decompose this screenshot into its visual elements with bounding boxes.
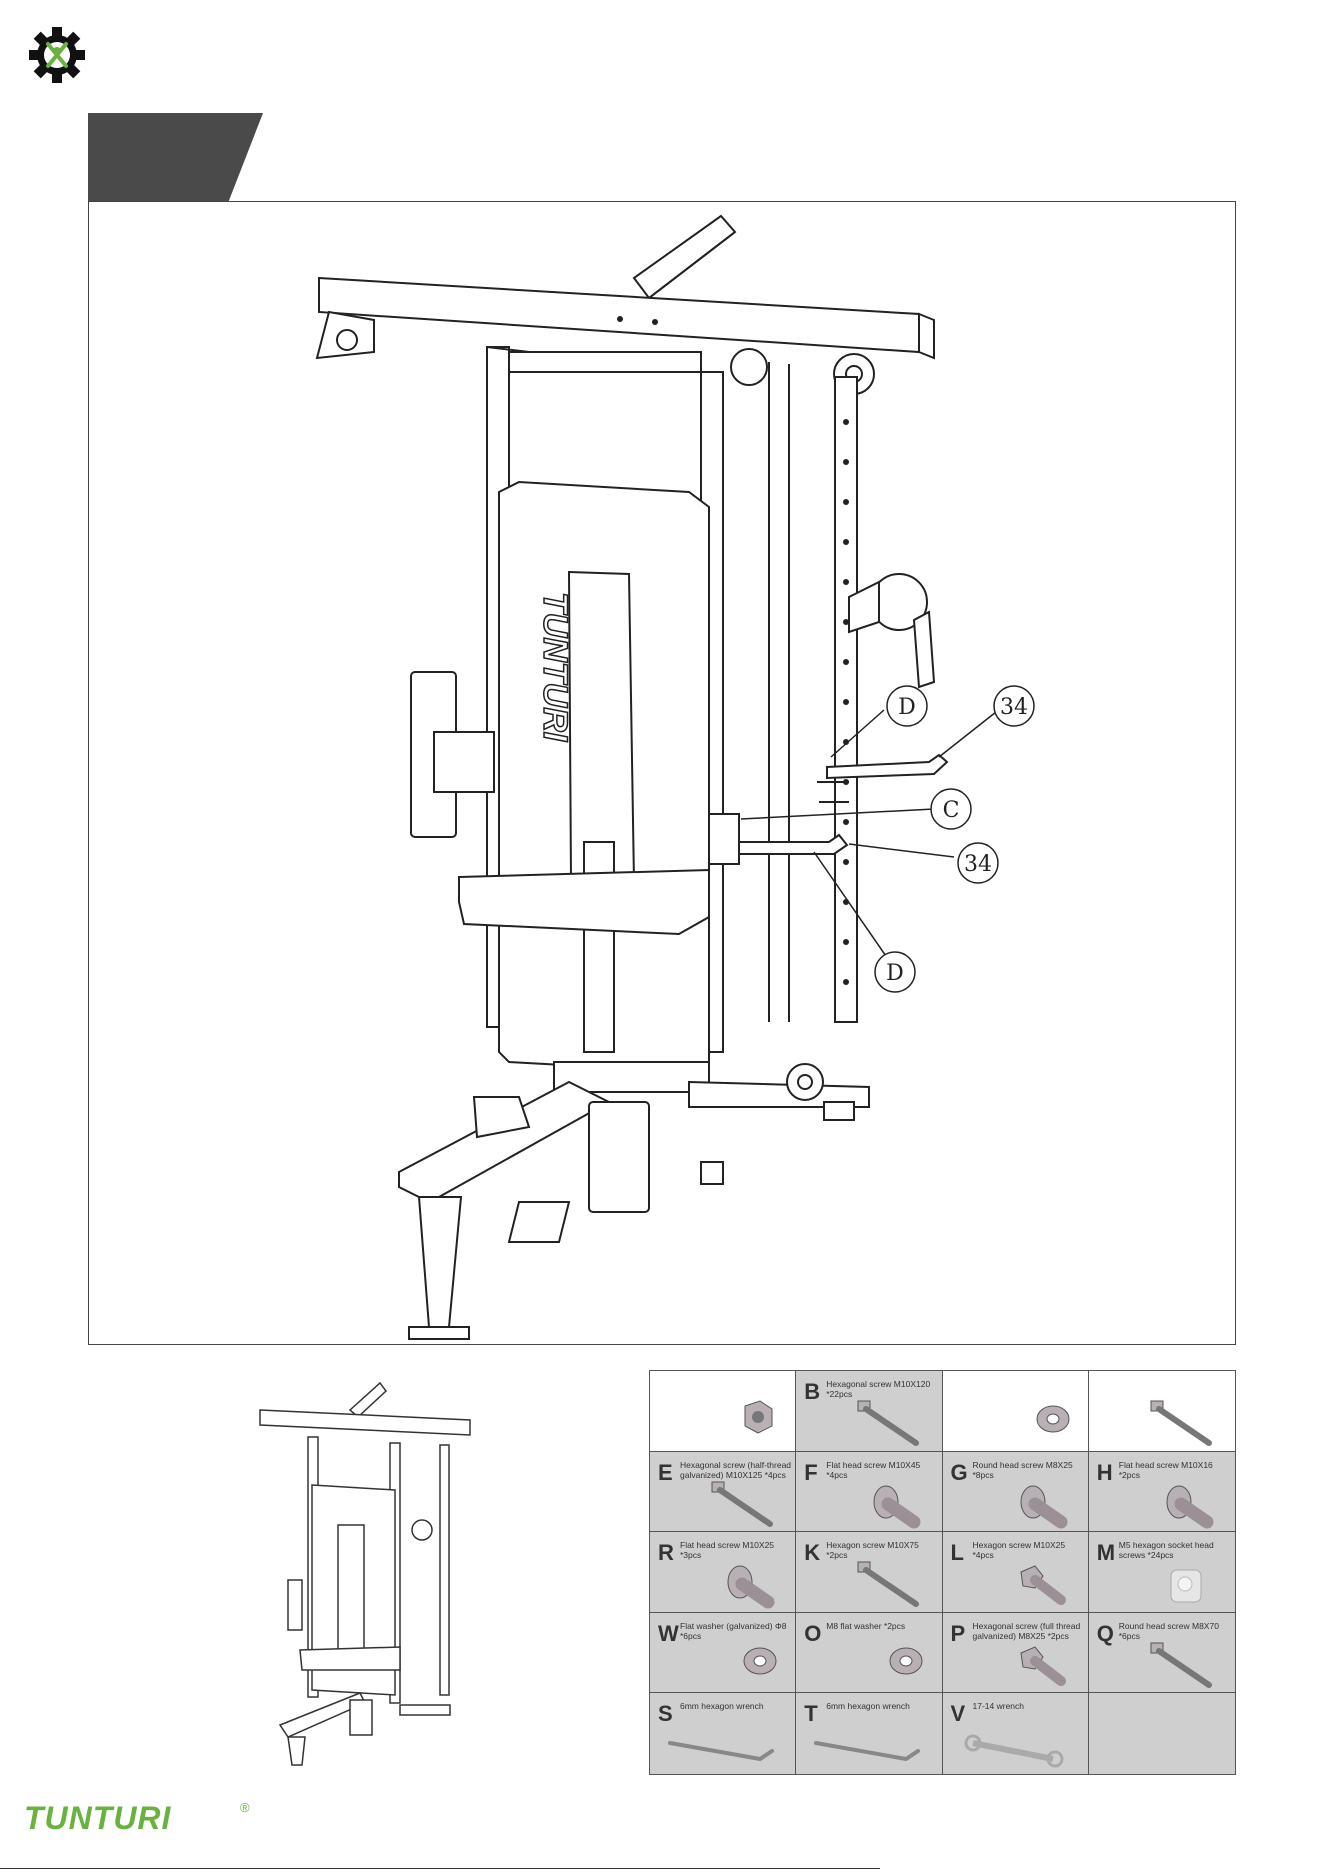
part-description: Flat head screw M10X45 *4pcs — [826, 1459, 921, 1480]
part-description: Hexagon screw M10X75 *2pcs — [826, 1540, 919, 1561]
footer-brand-logo: TUNTURI — [24, 1800, 172, 1836]
part-cell: E Hexagonal screw (half-thread galvanized… — [650, 1451, 797, 1533]
long-bolt-icon — [711, 1481, 773, 1527]
registered-mark: ® — [240, 1800, 250, 1815]
part-cell — [1088, 1693, 1235, 1774]
part-description: Hexagonal screw M10X120 *22pcs — [826, 1379, 931, 1399]
part-cell — [650, 1371, 797, 1452]
part-description: Flat washer (galvanized) Φ8 *6pcs — [680, 1620, 787, 1641]
flat-screw-icon — [1020, 1485, 1067, 1529]
part-description: Hexagon screw M10X25 *4pcs — [972, 1540, 1066, 1561]
long-bolt-icon — [1150, 1400, 1212, 1446]
flat-screw-icon — [873, 1485, 921, 1529]
long-bolt-icon — [857, 1561, 920, 1608]
machine-brand-text: TUNTURI — [536, 592, 574, 743]
part-letter: Q — [1096, 1620, 1114, 1646]
part-description: Flat head screw M10X16 *2pcs — [1118, 1459, 1213, 1480]
socket-icon — [1170, 1569, 1202, 1603]
hex-short-icon — [1019, 1646, 1066, 1686]
part-letter: W — [658, 1620, 679, 1646]
hex-short-icon — [1019, 1565, 1066, 1606]
part-letter: O — [804, 1620, 822, 1646]
part-cell: O M8 flat washer *2pcs — [796, 1612, 943, 1694]
part-cell: F Flat head screw M10X45 *4pcs — [796, 1451, 943, 1533]
part-cell: L Hexagon screw M10X25 *4pcs — [942, 1532, 1089, 1613]
part-letter: S — [658, 1701, 673, 1727]
assembly-drawing: TUNTURI D 34 C — [88, 201, 1236, 1345]
machine-thumbnail — [259, 1381, 471, 1766]
part-cell: S 6mm hexagon wrench — [650, 1693, 797, 1774]
part-description: 17-14 wrench — [972, 1701, 1025, 1712]
hex-key-icon — [814, 1741, 921, 1762]
part-letter: T — [804, 1701, 818, 1727]
part-letter: H — [1096, 1459, 1113, 1485]
part-letter: P — [950, 1620, 966, 1646]
nut-icon — [744, 1400, 773, 1434]
part-description: 6mm hexagon wrench — [680, 1701, 764, 1712]
part-letter: L — [950, 1540, 964, 1566]
callout-d-bottom: D — [886, 961, 904, 986]
part-cell: R Flat head screw M10X25 *3pcs — [650, 1532, 797, 1613]
part-description: M8 flat washer *2pcs — [826, 1620, 906, 1631]
part-letter: R — [658, 1540, 674, 1566]
part-description: Hexagonal screw (half-thread galvanized)… — [680, 1459, 792, 1480]
part-description: Hexagonal screw (full thread galvanized)… — [972, 1620, 1081, 1641]
part-cell — [1088, 1371, 1235, 1452]
long-bolt-icon — [1150, 1642, 1212, 1688]
machine-illustration: TUNTURI D 34 C — [315, 214, 1035, 1340]
footer-rule — [0, 1868, 880, 1869]
part-description: Round head screw M8X25 *8pcs — [972, 1459, 1073, 1480]
washer-icon — [1036, 1405, 1069, 1433]
callout-d-top: D — [898, 695, 916, 720]
long-bolt-icon — [857, 1400, 920, 1446]
part-description: Flat head screw M10X25 *3pcs — [680, 1540, 775, 1561]
part-cell: V 17-14 wrench — [942, 1693, 1089, 1774]
washer-icon — [743, 1647, 777, 1675]
callout-34-bottom: 34 — [964, 852, 992, 877]
part-description: 6mm hexagon wrench — [826, 1701, 910, 1712]
part-description: Round head screw M8X70 *6pcs — [1118, 1620, 1219, 1641]
part-letter: B — [804, 1379, 821, 1404]
part-cell: P Hexagonal screw (full thread galvanized… — [942, 1612, 1089, 1694]
wrench-icon — [964, 1734, 1063, 1768]
flat-screw-icon — [1166, 1485, 1214, 1529]
callout-34-top: 34 — [1000, 695, 1028, 720]
part-letter: K — [804, 1540, 821, 1566]
washer-icon — [889, 1647, 923, 1675]
part-cell — [942, 1371, 1089, 1452]
hex-key-icon — [668, 1741, 774, 1762]
part-description: M5 hexagon socket head screws *24pcs — [1118, 1540, 1214, 1561]
part-letter: V — [950, 1701, 966, 1727]
part-letter: F — [804, 1459, 818, 1485]
part-letter: G — [950, 1459, 968, 1485]
part-cell: T 6mm hexagon wrench — [796, 1693, 943, 1774]
part-letter: M — [1096, 1540, 1116, 1566]
step-tab — [88, 113, 263, 203]
gear-wrench-icon — [29, 27, 85, 83]
callout-c: C — [943, 798, 960, 823]
flat-screw-icon — [727, 1565, 775, 1609]
part-letter: E — [658, 1459, 673, 1485]
